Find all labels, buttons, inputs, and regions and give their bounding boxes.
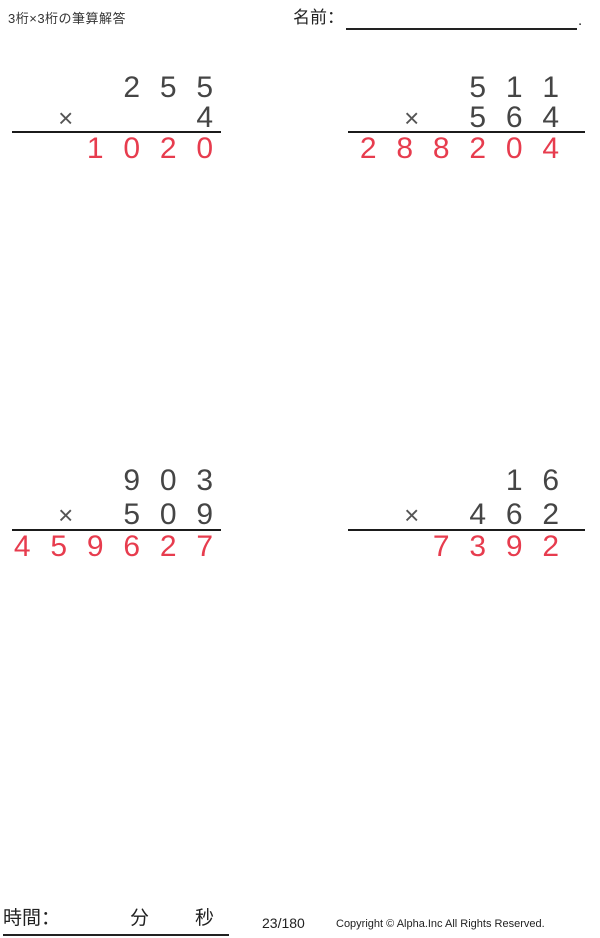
digit-cell: 5 bbox=[159, 71, 177, 104]
digit-cell: 9 bbox=[196, 498, 214, 531]
digit-cell bbox=[150, 103, 187, 133]
digit-cell bbox=[423, 73, 460, 103]
name-field: 名前： . bbox=[293, 6, 582, 30]
digit-cell: 6 bbox=[505, 498, 523, 531]
multiply-operator: × bbox=[58, 103, 74, 133]
digit-cell: 9 bbox=[505, 530, 523, 563]
digit-cell: 0 bbox=[123, 132, 141, 165]
digit-cell: 6 bbox=[123, 530, 141, 563]
name-input-line[interactable] bbox=[346, 6, 577, 30]
digit-cell bbox=[114, 103, 151, 133]
digit-cell: 8 bbox=[396, 132, 414, 165]
digit-cell bbox=[387, 73, 424, 103]
time-label: 時間： bbox=[3, 908, 61, 929]
answer-rule bbox=[348, 529, 585, 531]
digit-cell: 2 bbox=[542, 498, 560, 531]
digit-cell: 4 bbox=[542, 101, 560, 134]
digit-cell: 0 bbox=[159, 498, 177, 531]
digit-cell bbox=[4, 134, 41, 164]
digit-cell: 1 bbox=[86, 132, 104, 165]
digit-cell: 4 bbox=[196, 101, 214, 134]
multiply-operator: × bbox=[404, 500, 420, 530]
digit-cell bbox=[387, 532, 424, 562]
digit-cell: 3 bbox=[196, 464, 214, 497]
answer-rule bbox=[12, 529, 221, 531]
digit-cell: 2 bbox=[359, 132, 377, 165]
digit-cell: 4 bbox=[542, 132, 560, 165]
digit-cell bbox=[77, 466, 114, 496]
digit-cell: 7 bbox=[432, 530, 450, 563]
digit-cell: 8 bbox=[432, 132, 450, 165]
page-number: 23/180 bbox=[262, 915, 305, 931]
answer-rule bbox=[12, 131, 221, 133]
digit-cell bbox=[350, 73, 387, 103]
digit-cell bbox=[423, 466, 460, 496]
digit-cell: 1 bbox=[505, 464, 523, 497]
digit-cell bbox=[387, 466, 424, 496]
digit-cell: 9 bbox=[86, 530, 104, 563]
answer-rule bbox=[348, 131, 585, 133]
digit-cell bbox=[41, 466, 78, 496]
digit-cell: 1 bbox=[542, 71, 560, 104]
multiplier-row: ×4 bbox=[4, 101, 223, 134]
digit-cell: 5 bbox=[196, 71, 214, 104]
digit-cell bbox=[41, 134, 78, 164]
name-period: . bbox=[578, 12, 583, 29]
seconds-label: 秒 bbox=[195, 908, 215, 929]
digit-cell: 9 bbox=[123, 464, 141, 497]
multiply-operator: × bbox=[58, 500, 74, 530]
digit-cell bbox=[350, 500, 387, 530]
digit-cell: 2 bbox=[469, 132, 487, 165]
digit-cell: 1 bbox=[505, 71, 523, 104]
digit-cell: 5 bbox=[50, 530, 68, 563]
digit-cell: 6 bbox=[505, 101, 523, 134]
digit-cell: 0 bbox=[196, 132, 214, 165]
digit-cell: 2 bbox=[159, 530, 177, 563]
digit-cell bbox=[350, 466, 387, 496]
digit-cell bbox=[41, 73, 78, 103]
digit-cell bbox=[4, 500, 41, 530]
digit-cell bbox=[4, 73, 41, 103]
digit-cell bbox=[460, 466, 497, 496]
copyright-text: Copyright © Alpha.Inc All Rights Reserve… bbox=[336, 918, 545, 930]
digit-cell bbox=[350, 532, 387, 562]
digit-cell: 0 bbox=[505, 132, 523, 165]
digit-cell: 5 bbox=[469, 71, 487, 104]
digit-cell bbox=[4, 466, 41, 496]
digit-cell: 5 bbox=[469, 101, 487, 134]
digit-cell: 2 bbox=[542, 530, 560, 563]
multiply-operator: × bbox=[404, 103, 420, 133]
minutes-label: 分 bbox=[130, 908, 150, 929]
digit-cell: 2 bbox=[123, 71, 141, 104]
digit-cell: 3 bbox=[469, 530, 487, 563]
digit-cell: 4 bbox=[13, 530, 31, 563]
page-title: 3桁×3桁の筆算解答 bbox=[8, 11, 127, 26]
digit-cell: 4 bbox=[469, 498, 487, 531]
name-label: 名前： bbox=[293, 8, 344, 27]
digit-cell: 6 bbox=[542, 464, 560, 497]
digit-cell: 5 bbox=[123, 498, 141, 531]
digit-cell: 2 bbox=[159, 132, 177, 165]
digit-cell: 0 bbox=[159, 464, 177, 497]
digit-cell bbox=[350, 103, 387, 133]
time-field: 時間： 分 秒 bbox=[3, 903, 229, 936]
digit-cell bbox=[4, 103, 41, 133]
digit-cell bbox=[77, 73, 114, 103]
digit-cell: 7 bbox=[196, 530, 214, 563]
